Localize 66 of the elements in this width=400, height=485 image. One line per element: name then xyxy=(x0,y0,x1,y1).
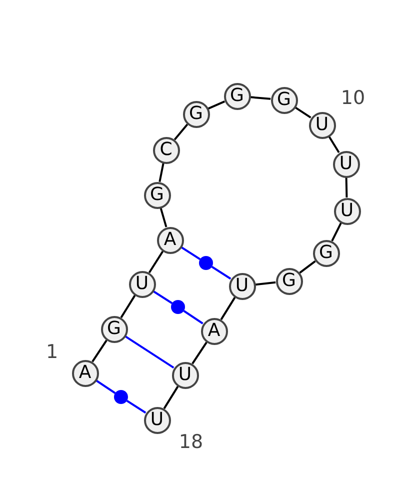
nucleotide-circle xyxy=(276,268,302,294)
pair-dot xyxy=(114,390,128,404)
base-pair-line xyxy=(180,246,201,260)
backbone-line xyxy=(148,250,164,274)
nucleotide-circle xyxy=(72,360,98,386)
base-pair-line xyxy=(124,336,174,368)
nucleotide-circle xyxy=(334,198,360,224)
base-letter: G xyxy=(107,320,121,338)
nucleotide-circle xyxy=(228,272,256,300)
nucleotide-circle xyxy=(224,82,250,110)
base-letter: G xyxy=(319,244,333,262)
nucleotide-circle xyxy=(152,136,180,164)
base-letter: G xyxy=(282,272,296,290)
base-letter: A xyxy=(208,322,220,340)
backbone-line xyxy=(163,386,179,410)
nucleotide-circle xyxy=(270,86,298,114)
nucleotide-circle xyxy=(332,150,360,178)
nucleotide-circle xyxy=(182,100,210,128)
nucleotide-circle xyxy=(144,182,170,208)
base-letter: C xyxy=(160,141,172,159)
backbone-line xyxy=(250,96,271,100)
base-letter: U xyxy=(315,116,329,134)
base-letter: G xyxy=(277,91,291,109)
nucleotide-circle xyxy=(172,362,198,388)
base-pair-line xyxy=(183,310,204,324)
nucleotide-circle xyxy=(128,270,156,298)
backbone-line xyxy=(174,124,188,140)
base-pair-line xyxy=(126,400,146,414)
backbone-line xyxy=(208,100,226,110)
base-letter: U xyxy=(178,366,192,384)
base-letter: G xyxy=(150,186,164,204)
backbone-line xyxy=(120,294,136,318)
pair-dot xyxy=(199,256,213,270)
base-pair-line xyxy=(96,380,116,394)
nucleotide-circle xyxy=(312,240,340,266)
backbone-line xyxy=(331,222,342,242)
backbone-line xyxy=(299,260,316,274)
nucleotide-circle xyxy=(200,318,228,344)
base-pair-line xyxy=(152,290,173,304)
base-letter: G xyxy=(189,105,203,123)
backbone-line xyxy=(345,177,348,198)
backbone-line xyxy=(328,136,340,154)
nucleotide-circle xyxy=(308,112,336,138)
position-number: 10 xyxy=(340,88,366,108)
backbone-line xyxy=(192,342,208,364)
position-number: 18 xyxy=(178,432,204,452)
backbone-line xyxy=(92,340,108,362)
nucleotide-circle xyxy=(156,226,184,254)
base-pair-line xyxy=(211,266,232,280)
base-letter: U xyxy=(339,155,353,173)
base-letter: U xyxy=(235,277,249,295)
backbone-line xyxy=(160,208,168,228)
base-letter: G xyxy=(230,87,244,105)
base-letter: U xyxy=(135,275,149,293)
backbone-line xyxy=(158,163,164,182)
pair-dot xyxy=(171,300,185,314)
base-letter: U xyxy=(340,202,354,220)
backbone-line xyxy=(220,296,236,320)
position-number: 1 xyxy=(46,342,58,362)
base-letter: A xyxy=(164,231,176,249)
nucleotide-circle xyxy=(144,406,170,434)
nucleotide-circle xyxy=(100,316,128,342)
base-letter: A xyxy=(78,364,92,382)
base-letter: U xyxy=(150,411,164,429)
backbone-line xyxy=(294,106,312,118)
backbone-line xyxy=(255,281,276,286)
